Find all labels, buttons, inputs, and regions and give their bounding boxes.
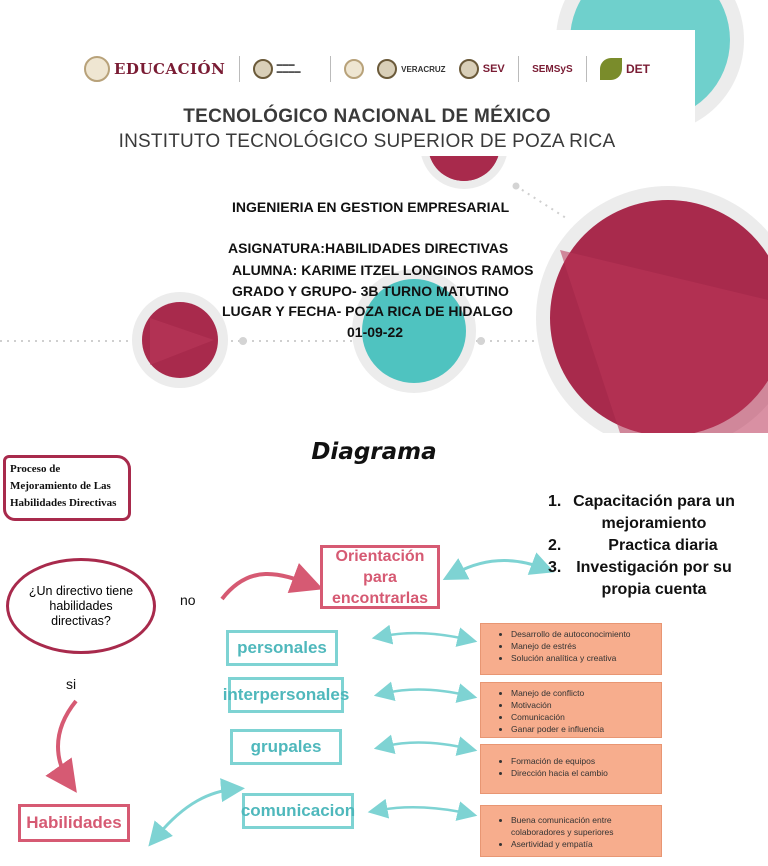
logo-sev: SEV: [458, 59, 505, 79]
place-line: LUGAR Y FECHA- POZA RICA DE HIDALGO: [222, 303, 513, 319]
list-item: Dirección hacia el cambio: [511, 767, 653, 779]
list-item: Ganar poder e influencia: [511, 723, 653, 735]
student-line: ALUMNA: KARIME ITZEL LONGINOS RAMOS: [232, 262, 534, 278]
tecnm-gear-icon: [252, 59, 273, 79]
steps-list: 1. Capacitación para un mejoramiento 2. …: [548, 491, 738, 601]
skills-list-personales: Desarrollo de autoconocimiento Manejo de…: [480, 623, 662, 675]
arrow-grupales: [373, 734, 478, 756]
timeline-dot: [477, 337, 485, 345]
list-item: Buena comunicación entre colaboradores y…: [511, 814, 653, 838]
cover-slide: EDUCACIÓN ▬▬▬▬▬▬▬ VERACRUZ SEV SEMSyS DE…: [0, 0, 768, 433]
arrow-orientation-steps: [442, 552, 555, 581]
diagram-slide: Diagrama Proceso de Mejoramiento de Las …: [0, 433, 768, 866]
diagram-title: Diagrama: [311, 439, 437, 465]
category-comunicacion: comunicacion: [241, 793, 355, 829]
question-text: ¿Un directivo tiene habilidades directiv…: [28, 583, 134, 628]
sev-shield-icon: [458, 59, 479, 79]
institution-subtitle: INSTITUTO TECNOLÓGICO SUPERIOR DE POZA R…: [118, 131, 616, 152]
logo-det: DET: [599, 58, 650, 80]
category-interpersonales: interpersonales: [223, 677, 349, 713]
date-line: 01-09-22: [347, 324, 404, 340]
logo-semsys: SEMSyS: [532, 63, 573, 75]
step-item: 2. Practica diaria: [548, 537, 718, 554]
itspr-seal-icon: [343, 59, 364, 79]
eagle-seal-icon: [84, 56, 110, 82]
career-line: INGENIERIA EN GESTION EMPRESARIAL: [232, 199, 510, 215]
list-item: Formación de equipos: [511, 755, 653, 767]
yes-label: si: [66, 676, 77, 692]
teal-circle-center: [362, 279, 466, 383]
list-item: Desarrollo de autoconocimiento: [511, 628, 653, 640]
category-grupales: grupales: [230, 729, 342, 765]
det-leaf-icon: [599, 58, 622, 80]
category-personales: personales: [226, 630, 338, 666]
arrow-personales: [371, 624, 478, 647]
step-item: 1. Capacitación para un mejoramiento: [548, 493, 735, 532]
logo-strip: EDUCACIÓN ▬▬▬▬▬▬▬ VERACRUZ SEV SEMSyS DE…: [84, 50, 650, 88]
step-item: 3. Investigación por su propia cuenta: [548, 559, 732, 598]
logo-educacion: EDUCACIÓN: [84, 56, 225, 82]
arrow-comunicacion: [367, 798, 478, 821]
arrow-no: [220, 562, 324, 601]
list-item: Motivación: [511, 699, 653, 711]
veracruz-shield-icon: [377, 59, 398, 79]
list-item: Manejo de conflicto: [511, 687, 653, 699]
arrow-si: [45, 699, 78, 793]
logo-veracruz: VERACRUZ: [377, 59, 446, 79]
institution-title: TECNOLÓGICO NACIONAL DE MÉXICO: [183, 106, 551, 127]
skills-list-interpersonales: Manejo de conflicto Motivación Comunicac…: [480, 682, 662, 738]
logo-tecnm: ▬▬▬▬▬▬▬: [252, 59, 317, 79]
arrow-habilidades-categories: [148, 778, 245, 847]
skills-list-grupales: Formación de equipos Dirección hacia el …: [480, 744, 662, 794]
skills-box: Habilidades: [18, 804, 130, 842]
list-item: Manejo de estrés: [511, 640, 653, 652]
timeline-dot: [512, 182, 520, 190]
arrow-interpersonales: [373, 681, 478, 703]
orientation-box: Orientación para encontrarlas: [320, 545, 440, 609]
group-line: GRADO Y GRUPO- 3B TURNO MATUTINO: [232, 283, 509, 299]
cover-decoration: [0, 0, 768, 433]
skills-list-comunicacion: Buena comunicación entre colaboradores y…: [480, 805, 662, 857]
subject-line: ASIGNATURA:HABILIDADES DIRECTIVAS: [228, 240, 509, 256]
list-item: Asertividad y empatía: [511, 838, 653, 850]
list-item: Comunicación: [511, 711, 653, 723]
title-panel: [0, 30, 695, 156]
diagram-arrows: [45, 552, 555, 847]
logo-itspr: [343, 59, 364, 79]
process-label-box: Proceso de Mejoramiento de Las Habilidad…: [3, 455, 131, 521]
timeline-dot: [239, 337, 247, 345]
list-item: Solución analítica y creativa: [511, 652, 653, 664]
dotted-connector: [515, 185, 567, 219]
question-oval: ¿Un directivo tiene habilidades directiv…: [6, 558, 156, 654]
no-label: no: [180, 592, 196, 608]
